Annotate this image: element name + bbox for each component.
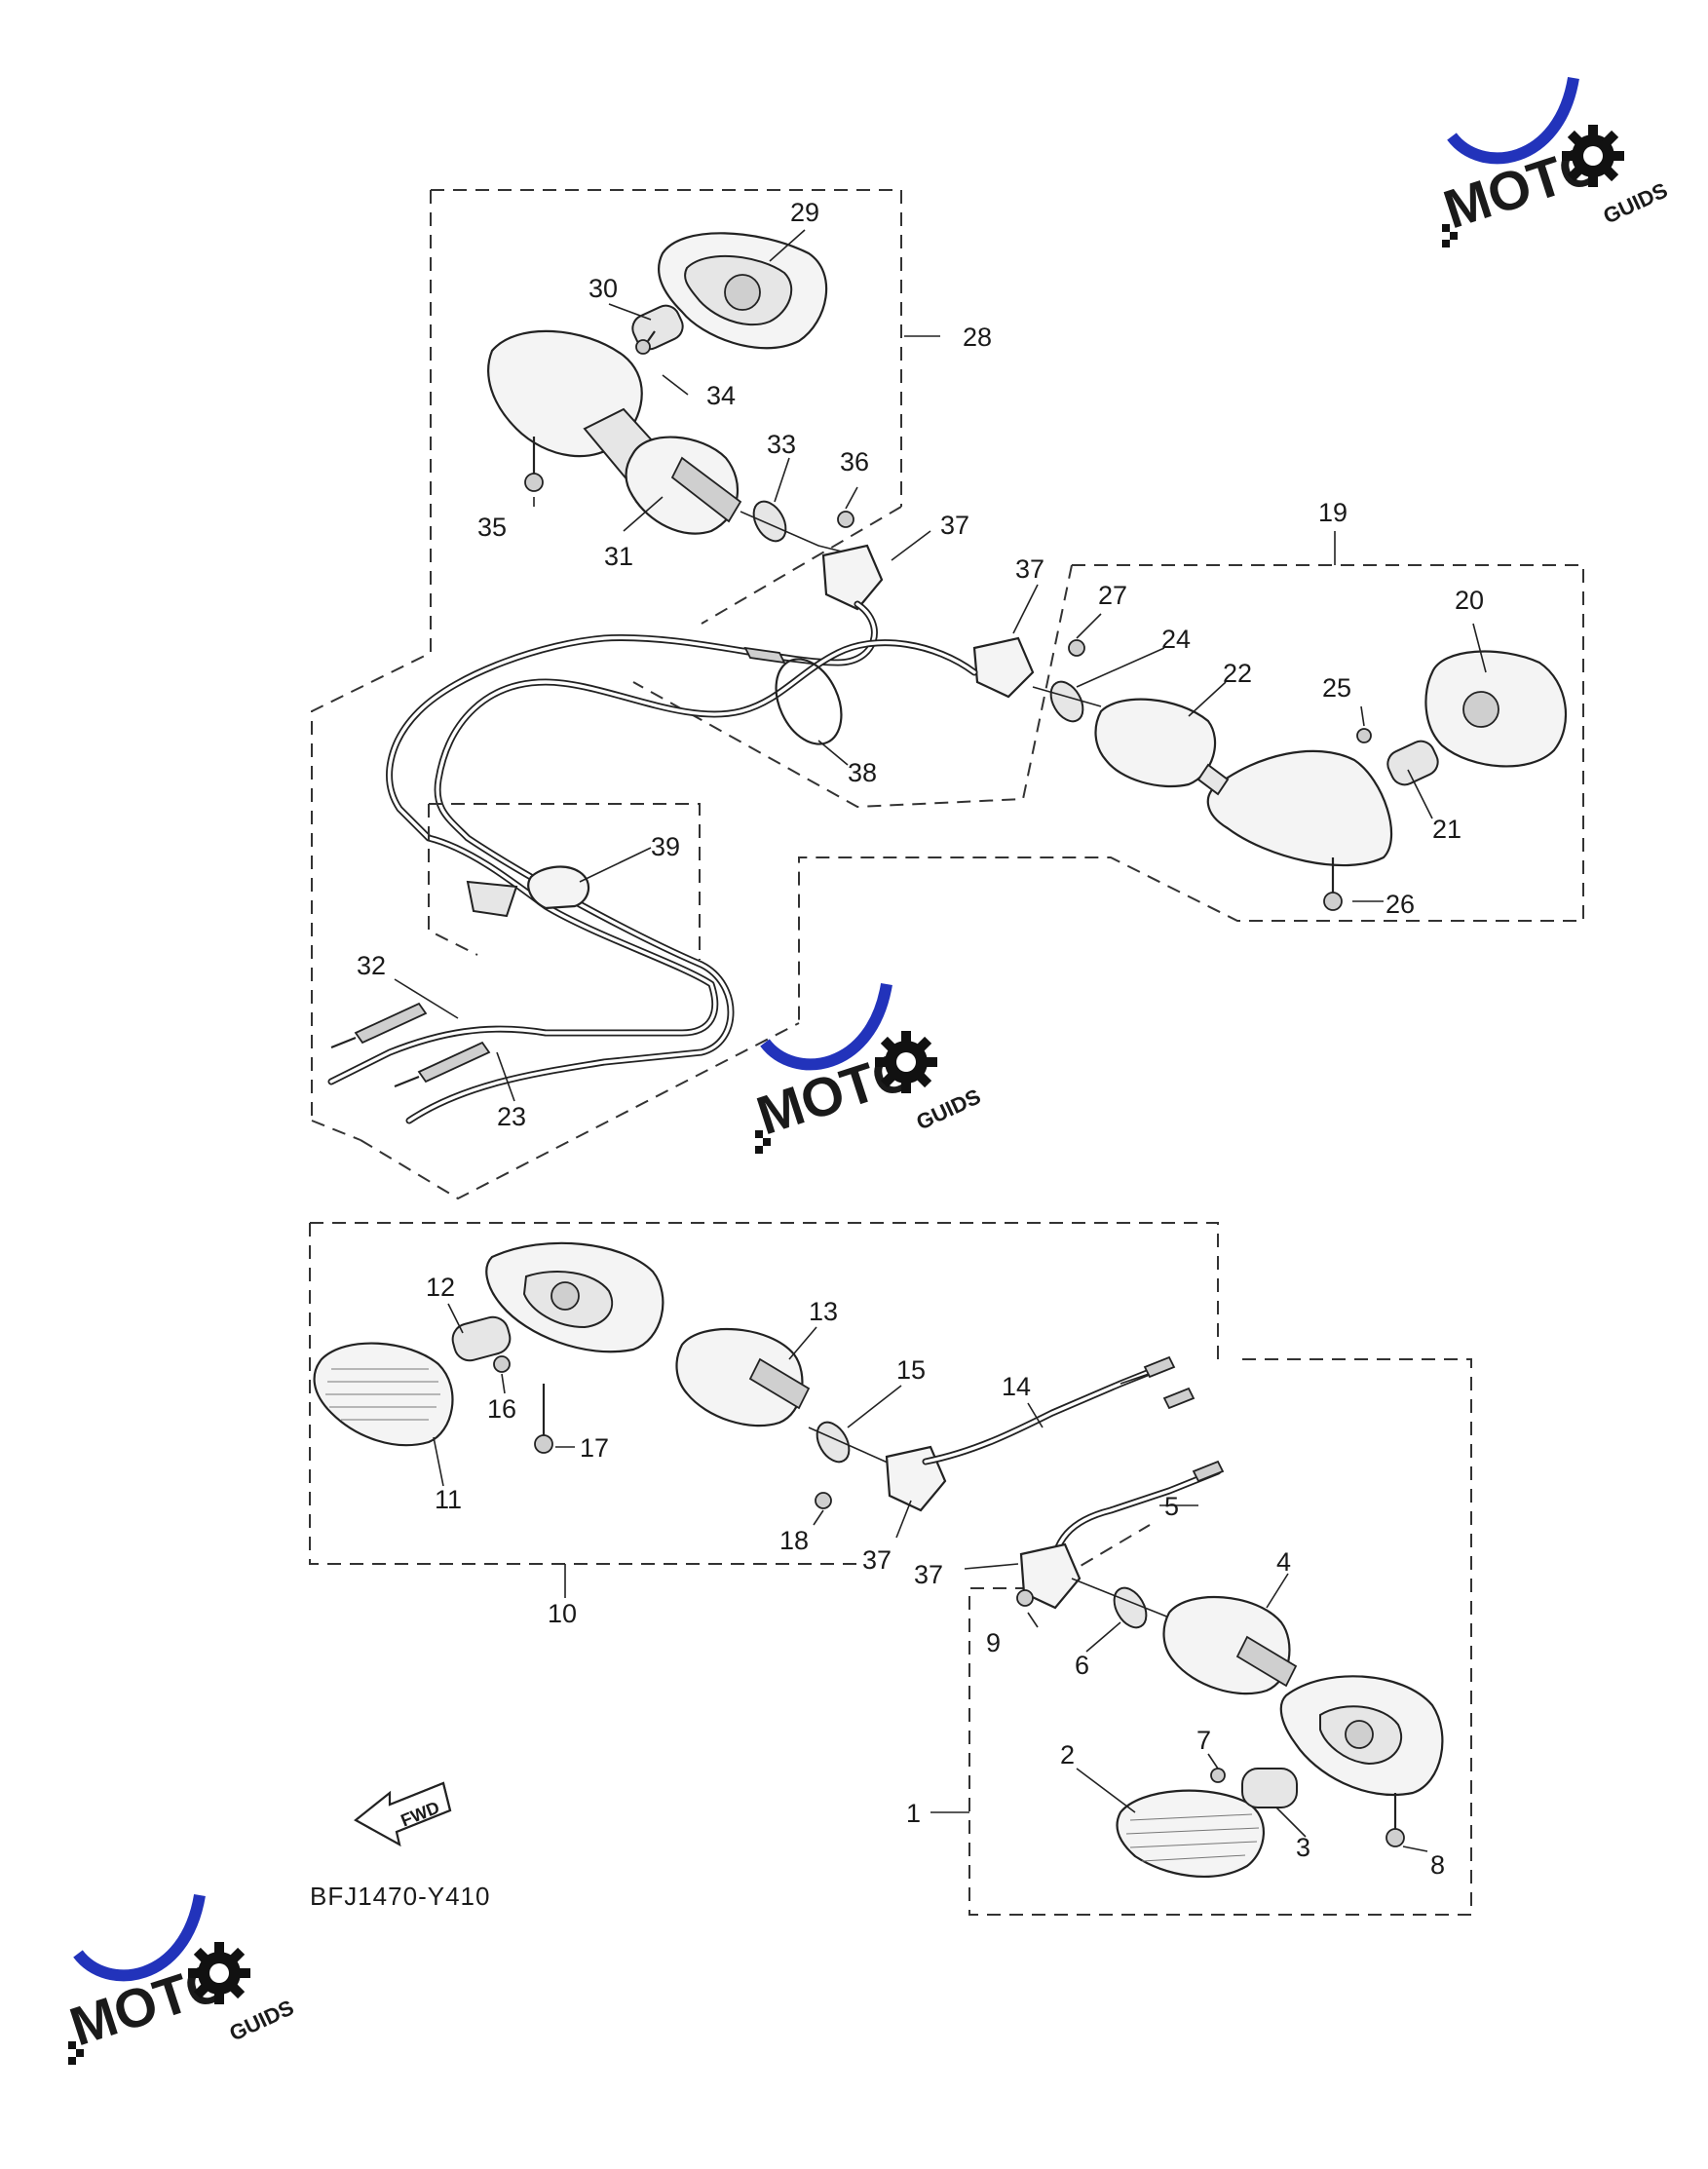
assembly-1	[930, 1358, 1472, 1916]
callout-21: 21	[1432, 815, 1461, 844]
callout-10: 10	[548, 1599, 577, 1628]
callout-15: 15	[896, 1355, 926, 1385]
callout-13: 13	[809, 1297, 838, 1326]
assembly-10	[309, 1222, 1219, 1598]
callout-32: 32	[357, 951, 386, 980]
callout-22: 22	[1223, 659, 1252, 688]
watermark-logo-top: MOTO GUIDS	[1436, 76, 1672, 247]
callout-27: 27	[1098, 581, 1127, 610]
callout-12: 12	[426, 1273, 455, 1302]
callout-labels: 29 30 28 34 35 31 33 36 37 37 19 27 20 2…	[357, 198, 1484, 1880]
fwd-arrow-icon: FWD	[354, 1781, 452, 1847]
watermark-sub-text: GUIDS	[226, 1995, 298, 2045]
callout-17: 17	[580, 1433, 609, 1463]
callout-14: 14	[1002, 1372, 1031, 1401]
callout-5: 5	[1164, 1492, 1179, 1521]
callout-28: 28	[963, 323, 992, 352]
callout-37-lower-left: 37	[862, 1545, 892, 1575]
callout-9: 9	[986, 1628, 1001, 1657]
callout-19: 19	[1318, 498, 1347, 527]
callout-23: 23	[497, 1102, 526, 1131]
callout-4: 4	[1276, 1547, 1291, 1577]
callout-29: 29	[790, 198, 819, 227]
callout-37-right: 37	[1015, 554, 1044, 584]
wiring-harness	[327, 600, 978, 1200]
callout-16: 16	[487, 1394, 516, 1424]
callout-8: 8	[1430, 1850, 1445, 1880]
watermark-sub-text: GUIDS	[1600, 177, 1672, 228]
callout-7: 7	[1196, 1726, 1211, 1755]
callout-20: 20	[1455, 586, 1484, 615]
assembly-28	[311, 189, 902, 1141]
callout-1: 1	[906, 1799, 921, 1828]
watermark-sub-text: GUIDS	[913, 1084, 985, 1134]
diagram-code: BFJ1470-Y410	[310, 1882, 490, 1911]
callout-39: 39	[651, 832, 680, 861]
watermark-logo-middle: MOTO GUIDS	[749, 982, 985, 1154]
callout-38: 38	[848, 758, 877, 787]
callout-34: 34	[706, 381, 736, 410]
callout-6: 6	[1075, 1651, 1089, 1680]
callout-3: 3	[1296, 1833, 1310, 1862]
callout-36: 36	[840, 447, 869, 476]
callout-11: 11	[435, 1485, 462, 1514]
callout-18: 18	[779, 1526, 809, 1555]
callout-33: 33	[767, 430, 796, 459]
callout-30: 30	[588, 274, 618, 303]
callout-24: 24	[1161, 625, 1191, 654]
watermark-logo-bottom: MOTO GUIDS	[62, 1893, 298, 2065]
callout-2: 2	[1060, 1740, 1075, 1769]
leader-lines	[394, 229, 1487, 1852]
callout-25: 25	[1322, 673, 1351, 703]
callout-26: 26	[1385, 890, 1415, 919]
callout-37-upper: 37	[940, 511, 969, 540]
callout-35: 35	[477, 513, 507, 542]
assembly-19	[632, 531, 1584, 1023]
callout-31: 31	[604, 542, 633, 571]
callout-37-lower-right: 37	[914, 1560, 943, 1589]
